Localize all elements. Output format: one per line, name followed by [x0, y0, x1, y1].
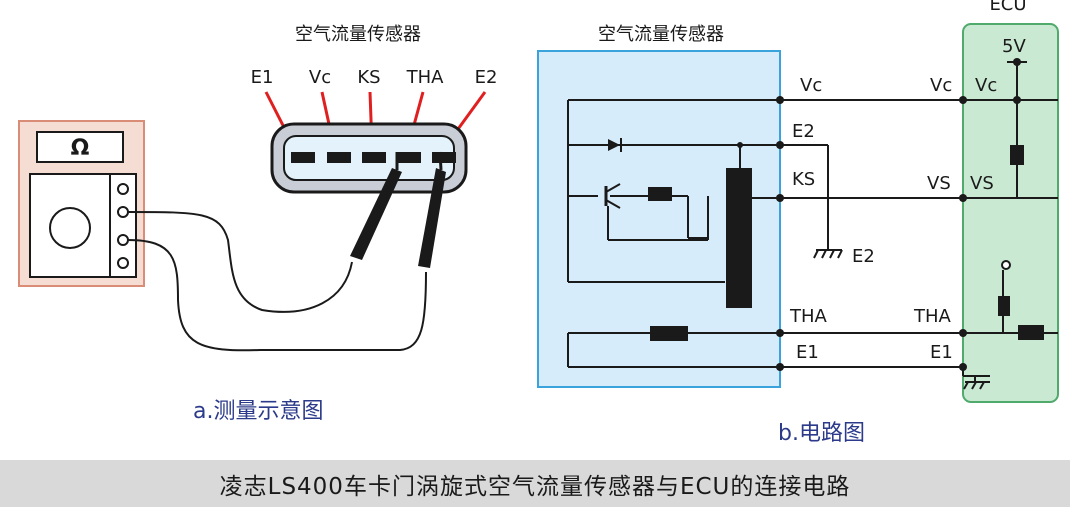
sensor-pin-vc: Vc [800, 75, 822, 96]
pin-label-ks: KS [357, 67, 380, 88]
left-subtitle: a.测量示意图 [193, 399, 323, 424]
figure-caption: 凌志LS400车卡门涡旋式空气流量传感器与ECU的连接电路 [219, 473, 851, 500]
sensor-pin-e2: E2 [792, 121, 815, 142]
ground-label-e2: E2 [852, 246, 875, 267]
pin-label-e2: E2 [475, 67, 498, 88]
circuit-diagram: 空气流量传感器 ECU [537, 0, 1059, 446]
ecu-box [962, 23, 1059, 403]
ecu-pin-vs-outer: VS [927, 173, 951, 194]
supply-5v: 5V [1002, 36, 1026, 57]
circuit-components [604, 58, 1044, 371]
pin-label-vc: Vc [309, 67, 331, 88]
thermistor [650, 326, 688, 341]
measurement-diagram: 空气流量传感器 E1 Vc KS THA E2 Ω [18, 24, 498, 424]
ohmmeter: Ω [18, 120, 145, 287]
ecu-tha-sense [1018, 325, 1044, 340]
circuit-wires [567, 61, 1058, 382]
sensor-pin-ks: KS [792, 169, 815, 190]
caption-bar: 凌志LS400车卡门涡旋式空气流量传感器与ECU的连接电路 [0, 460, 1070, 507]
left-sensor-title: 空气流量传感器 [295, 24, 421, 45]
ohm-symbol: Ω [71, 136, 90, 161]
test-leads [127, 211, 427, 352]
sensor-pin-tha: THA [789, 306, 828, 327]
ecu-pin-vc-inner: Vc [975, 75, 997, 96]
ground-icon [813, 249, 990, 390]
sensor-pin-e1: E1 [796, 342, 819, 363]
pin-label-e1: E1 [251, 67, 274, 88]
ecu-pin-vs-inner: VS [970, 173, 994, 194]
ecu-title: ECU [989, 0, 1026, 15]
right-subtitle: b.电路图 [778, 421, 865, 446]
ecu-pin-vc-outer: Vc [930, 75, 952, 96]
ecu-pin-e1: E1 [930, 342, 953, 363]
ecu-terminal [1001, 260, 1011, 270]
ecu-tha-resistor [998, 296, 1010, 316]
ecu-pin-tha: THA [913, 306, 952, 327]
right-sensor-title: 空气流量传感器 [598, 24, 724, 45]
signal-module [726, 168, 752, 308]
led-icon [608, 139, 620, 151]
ecu-pullup-resistor [1010, 145, 1024, 165]
meter-dial [49, 207, 91, 249]
resistor-sensor [648, 187, 672, 201]
meter-jack-1 [117, 206, 129, 218]
probes [350, 151, 446, 268]
meter-jack-2 [117, 234, 129, 246]
sensor-connector [270, 122, 468, 194]
pin-label-tha: THA [406, 67, 445, 88]
